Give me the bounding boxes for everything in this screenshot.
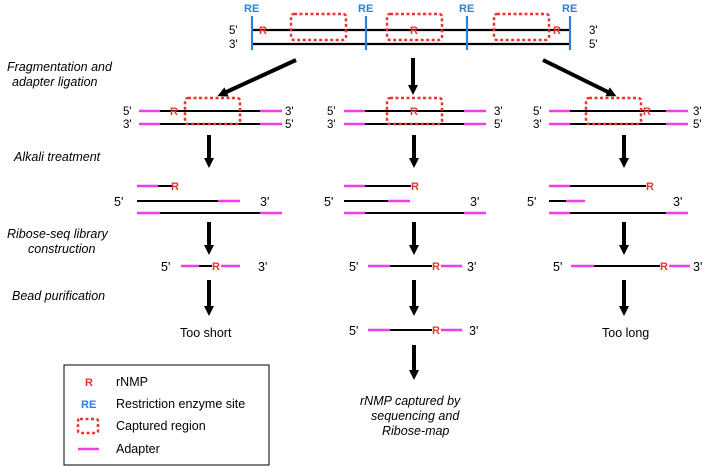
alkali-fragment: R 5' 3': [324, 181, 486, 215]
three-prime-end: 3': [229, 39, 238, 51]
five-prime-end: 5': [327, 106, 336, 118]
three-prime-end: 3': [467, 260, 476, 274]
three-prime-end: 3': [260, 195, 269, 209]
five-prime-end: 5': [589, 39, 598, 51]
rnmp-marker: R: [410, 106, 418, 118]
rnmp-marker: R: [171, 181, 179, 193]
step-alkali-label: Alkali treatment: [13, 150, 101, 164]
three-prime-end: 3': [327, 119, 336, 131]
rnmp-marker: R: [432, 325, 440, 337]
five-prime-end: 5': [229, 25, 238, 37]
rnmp-marker: R: [212, 261, 220, 273]
three-prime-end: 3': [469, 324, 478, 338]
five-prime-end: 5': [527, 195, 536, 209]
too-long-label: Too long: [602, 326, 649, 340]
purified-fragment: R 5' 3': [349, 324, 478, 338]
ligated-fragment: R 5' 3' 3' 5': [327, 96, 503, 131]
alkali-fragment: R 5' 3': [527, 181, 688, 215]
three-prime-end: 3': [285, 106, 294, 118]
restriction-site-label: RE: [358, 3, 373, 15]
restriction-site-label: RE: [562, 3, 577, 15]
five-prime-end: 5': [123, 106, 132, 118]
three-prime-end: 3': [673, 195, 682, 209]
three-prime-end: 3': [470, 195, 479, 209]
five-prime-end: 5': [494, 119, 503, 131]
five-prime-end: 5': [161, 260, 170, 274]
three-prime-end: 3': [533, 119, 542, 131]
captured-region-box: [289, 12, 348, 42]
step-bead-label: Bead purification: [12, 289, 105, 303]
five-prime-end: 5': [693, 119, 702, 131]
captured-result-label: sequencing and: [371, 409, 460, 423]
rnmp-marker: R: [410, 25, 418, 37]
fragmentation-arrows: [217, 58, 617, 97]
rnmp-marker: R: [411, 181, 419, 193]
alkali-fragment: R 5' 3': [114, 181, 282, 215]
fragment-column-captured: R 5' 3' 3' 5' R 5' 3' R 5' 3': [324, 96, 503, 438]
legend: R rNMP RE Restriction enzyme site Captur…: [63, 364, 270, 466]
restriction-site-marks: [250, 16, 572, 50]
step-library-label: Ribose-seq library: [7, 227, 108, 241]
rnmp-marker: R: [170, 106, 178, 118]
step-fragmentation-label: adapter ligation: [12, 75, 98, 89]
three-prime-end: 3': [693, 106, 702, 118]
fragment-column-too-long: R 5' 3' 3' 5' R 5' 3' R 5' 3': [527, 96, 702, 340]
rnmp-marker: R: [432, 261, 440, 273]
restriction-site-label: RE: [244, 3, 259, 15]
captured-result-label: Ribose-map: [382, 424, 449, 438]
five-prime-end: 5': [553, 260, 562, 274]
library-fragment: R 5' 3': [161, 260, 267, 274]
library-fragment: R 5' 3': [553, 260, 702, 274]
captured-region-box: [385, 12, 444, 42]
captured-result-label: rNMP captured by: [360, 394, 461, 408]
legend-captured-region-symbol: [76, 417, 100, 435]
rnmp-marker: R: [660, 261, 668, 273]
three-prime-end: 3': [693, 260, 702, 274]
captured-region-box: [492, 12, 551, 42]
three-prime-end: 3': [494, 106, 503, 118]
legend-adapter-label: Adapter: [116, 442, 160, 456]
fragment-column-too-short: R 5' 3' 3' 5' R 5' 3' R 5' 3': [114, 96, 294, 340]
legend-captured-region-label: Captured region: [116, 419, 206, 433]
legend-rnmp-symbol: R: [85, 377, 93, 389]
rnmp-marker: R: [553, 25, 561, 37]
ligated-fragment: R 5' 3' 3' 5': [533, 96, 702, 131]
five-prime-end: 5': [114, 195, 123, 209]
captured-region-box: [183, 96, 242, 126]
five-prime-end: 5': [349, 260, 358, 274]
three-prime-end: 3': [589, 25, 598, 37]
genomic-dna: RE RE RE RE R R R 5' 3' 3' 5': [229, 3, 598, 51]
captured-region-box: [385, 96, 444, 126]
rnmp-marker: R: [643, 106, 651, 118]
three-prime-end: 3': [258, 260, 267, 274]
five-prime-end: 5': [533, 106, 542, 118]
legend-rnmp-label: rNMP: [116, 375, 148, 389]
restriction-site-label: RE: [459, 3, 474, 15]
rnmp-marker: R: [259, 25, 267, 37]
step-library-label: construction: [28, 242, 95, 256]
legend-restriction-site-label: Restriction enzyme site: [116, 397, 245, 411]
captured-region-box: [584, 96, 643, 126]
step-fragmentation-label: Fragmentation and: [7, 60, 113, 74]
three-prime-end: 3': [123, 119, 132, 131]
rnmp-marker: R: [646, 181, 654, 193]
five-prime-end: 5': [285, 119, 294, 131]
five-prime-end: 5': [349, 324, 358, 338]
ligated-fragment: R 5' 3' 3' 5': [123, 96, 294, 131]
five-prime-end: 5': [324, 195, 333, 209]
legend-restriction-site-symbol: RE: [81, 399, 96, 411]
library-fragment: R 5' 3': [349, 260, 476, 274]
too-short-label: Too short: [180, 326, 232, 340]
